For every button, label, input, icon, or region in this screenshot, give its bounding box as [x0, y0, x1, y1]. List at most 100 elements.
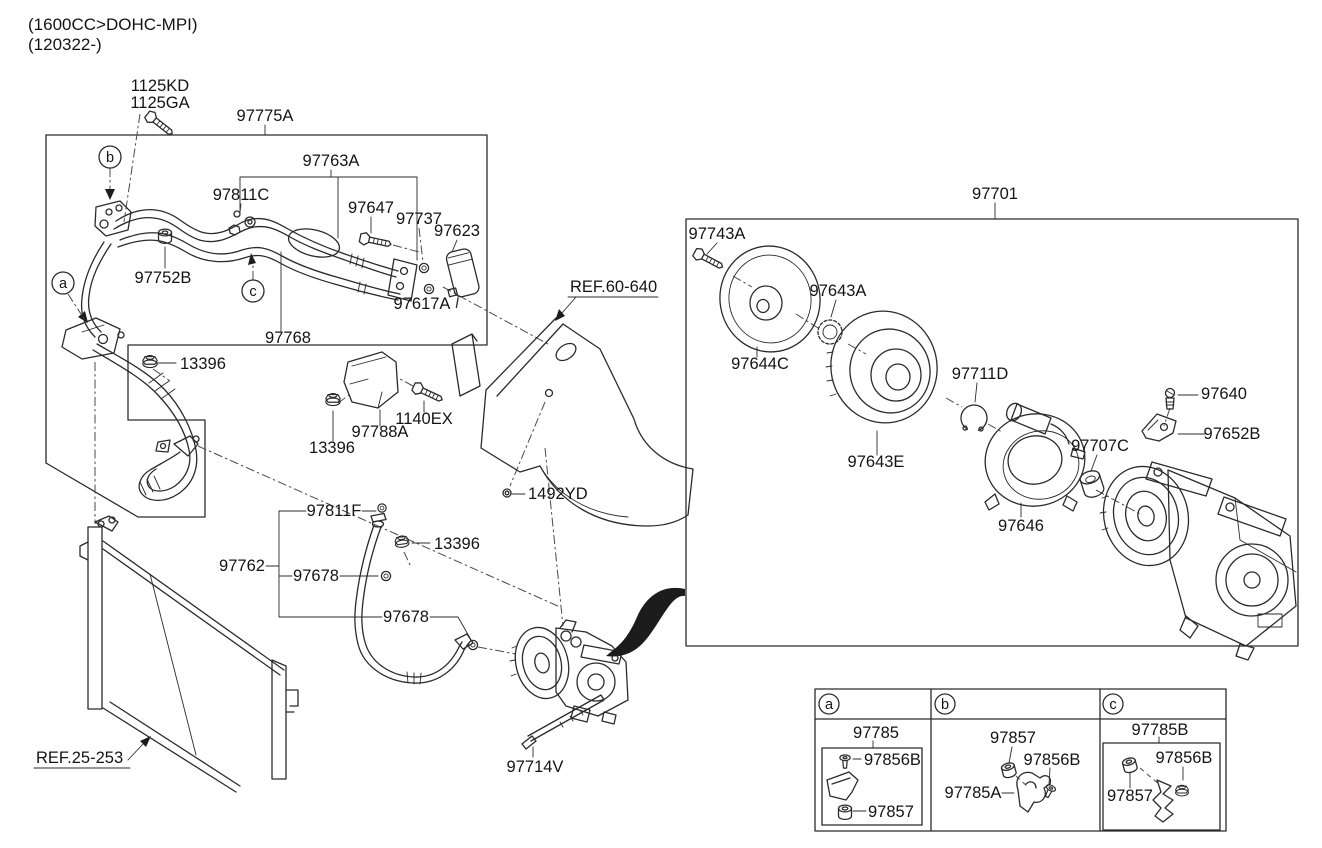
- label-97785[interactable]: 97785: [853, 724, 899, 742]
- label-97811f[interactable]: 97811F: [307, 502, 362, 520]
- label-97644c[interactable]: 97644C: [731, 355, 789, 373]
- table-a-grommet-icon: [837, 804, 853, 821]
- parts-table-grid: [814, 688, 1227, 832]
- callout-a-letter: a: [59, 276, 68, 292]
- label-97857-a[interactable]: 97857: [868, 803, 914, 821]
- label-97857-c[interactable]: 97857: [1107, 787, 1153, 805]
- callout-a: a: [51, 271, 75, 295]
- label-97788a[interactable]: 97788A: [352, 423, 409, 441]
- compressor-box-outline: [685, 218, 1299, 647]
- callout-c-letter: c: [249, 284, 256, 300]
- oring-97617a-icon: [423, 283, 435, 295]
- label-97856b-b[interactable]: 97856B: [1024, 751, 1081, 769]
- frame-outlines: [45, 134, 1299, 832]
- receiver-drier-drawing: [445, 248, 480, 309]
- bolt-1140ex-icon: [410, 380, 446, 407]
- label-97678-a[interactable]: 97678: [293, 567, 339, 585]
- table-dash-leaders: [1015, 767, 1161, 788]
- label-97652b[interactable]: 97652B: [1204, 425, 1261, 443]
- label-97714v[interactable]: 97714V: [507, 758, 564, 776]
- callout-b-letter: b: [106, 150, 114, 166]
- callout-arrowheads: [78, 189, 256, 323]
- fender-panel-drawing: [451, 317, 694, 527]
- table-c-bracket-icon: [1152, 779, 1174, 823]
- compressor-exploded-drawing: [691, 245, 1297, 661]
- hose-elbow-fitting: [155, 435, 200, 457]
- ref-arrowheads: [140, 309, 565, 747]
- label-97752b[interactable]: 97752B: [135, 269, 192, 287]
- label-97643a[interactable]: 97643A: [810, 282, 867, 300]
- label-97785a[interactable]: 97785A: [945, 784, 1002, 802]
- label-97762[interactable]: 97762: [219, 557, 265, 575]
- bolt-97714v-icon: [521, 694, 605, 750]
- label-97768[interactable]: 97768: [265, 329, 311, 347]
- label-97701[interactable]: 97701: [972, 185, 1018, 203]
- label-97856b-a[interactable]: 97856B: [864, 751, 921, 769]
- label-97856b-c[interactable]: 97856B: [1156, 749, 1213, 767]
- label-97711d[interactable]: 97711D: [952, 365, 1009, 383]
- label-13396-c[interactable]: 13396: [434, 535, 480, 553]
- oring-97811f-icon: [377, 503, 387, 513]
- production-date-label: (120322-): [28, 35, 102, 54]
- label-97811c[interactable]: 97811C: [213, 186, 270, 204]
- pulley-97643e: [825, 310, 938, 424]
- clip-1492yd-icon: [502, 488, 512, 498]
- bolt-1125-icon: [142, 108, 177, 140]
- table-a-clamp-icon: [826, 771, 859, 801]
- engine-spec-label: (1600CC>DOHC-MPI): [28, 15, 198, 34]
- label-97647[interactable]: 97647: [348, 199, 394, 217]
- label-97646[interactable]: 97646: [998, 517, 1044, 535]
- callout-c: c: [241, 279, 265, 303]
- table-a-letter: a: [825, 697, 834, 713]
- callout-b: b: [98, 145, 122, 169]
- table-b-grommet-icon: [1000, 761, 1018, 780]
- protector-drawing: [325, 351, 446, 409]
- label-97785b[interactable]: 97785B: [1132, 721, 1189, 739]
- label-97707c[interactable]: 97707C: [1071, 437, 1129, 455]
- low-pressure-hose-drawing: [92, 343, 200, 502]
- label-1140ex[interactable]: 1140EX: [395, 410, 453, 428]
- label-97763a[interactable]: 97763A: [303, 152, 360, 170]
- nut-13396-c-icon: [393, 534, 411, 549]
- black-arrow: [606, 587, 685, 657]
- oring-97737-icon: [418, 262, 430, 274]
- label-ref-60-640[interactable]: REF.60-640: [570, 278, 657, 296]
- parts-table-outline: [814, 688, 1227, 832]
- label-97643e[interactable]: 97643E: [848, 453, 905, 471]
- label-ref-25-253[interactable]: REF.25-253: [36, 749, 123, 767]
- disc-hub-97644c: [719, 245, 821, 353]
- label-97640[interactable]: 97640: [1201, 385, 1247, 403]
- table-b-letter: b: [941, 697, 949, 713]
- pipe-assembly-box: [45, 134, 488, 518]
- table-a-inner-box: [821, 747, 923, 826]
- label-13396-b[interactable]: 13396: [309, 439, 355, 457]
- nut-13396-b-icon: [325, 393, 341, 407]
- label-1125kd[interactable]: 1125KD: [131, 77, 189, 95]
- label-13396-a[interactable]: 13396: [180, 355, 226, 373]
- label-97623[interactable]: 97623: [434, 222, 480, 240]
- label-1125ga[interactable]: 1125GA: [130, 94, 189, 112]
- label-97775a[interactable]: 97775A: [237, 107, 294, 125]
- label-97857-b[interactable]: 97857: [990, 729, 1036, 747]
- label-1492yd[interactable]: 1492YD: [528, 485, 588, 503]
- oring-97678-a-icon: [380, 570, 392, 582]
- table-a-screw-icon: [839, 754, 851, 769]
- compressor-small-drawing: [509, 619, 629, 750]
- label-97737[interactable]: 97737: [396, 210, 442, 228]
- bolt-97743a-icon: [691, 246, 727, 274]
- table-b-clamp-icon: [1016, 771, 1052, 813]
- label-97743a[interactable]: 97743A: [689, 225, 746, 243]
- valve-97811c-parts: [228, 210, 256, 236]
- label-97617a[interactable]: 97617A: [394, 295, 451, 313]
- pipe-end-plate: [387, 258, 418, 302]
- label-97678-b[interactable]: 97678: [383, 608, 429, 626]
- bolt-97647-icon: [358, 231, 393, 252]
- table-c-screw-icon: [1175, 784, 1189, 797]
- table-c-grommet-icon: [1121, 756, 1139, 775]
- suction-hose-drawing: [354, 503, 479, 685]
- compressor-body-97701: [1099, 461, 1297, 661]
- pipe-joint-block-a: [61, 317, 125, 360]
- pipe-assembly-drawing: [61, 108, 435, 369]
